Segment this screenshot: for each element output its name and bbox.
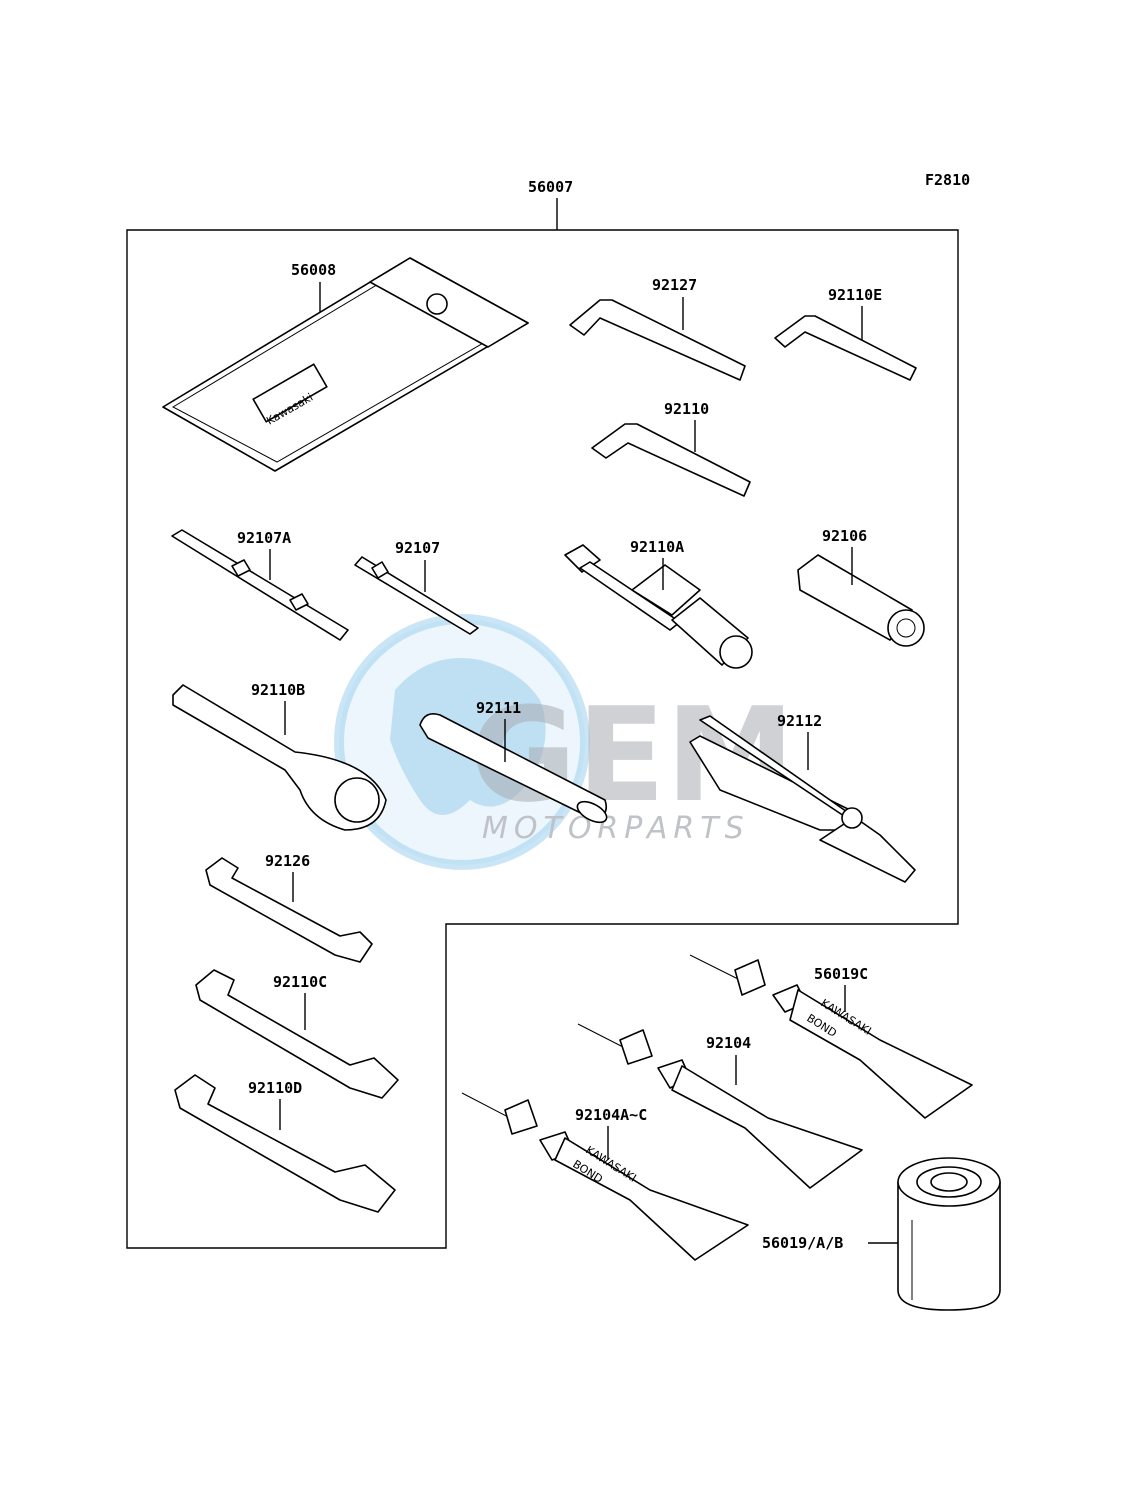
- bond-container: [897, 1157, 1001, 1311]
- figure-code: F2810: [925, 171, 970, 189]
- hex-key-medium: [591, 423, 751, 497]
- screwdriver-bit-double: [171, 529, 349, 641]
- open-wrench-medium: [195, 969, 399, 1099]
- label-92107: 92107: [395, 539, 440, 557]
- label-92112: 92112: [777, 712, 822, 730]
- label-92111: 92111: [476, 699, 521, 717]
- label-92110: 92110: [664, 400, 709, 418]
- label-92110D: 92110D: [248, 1079, 302, 1097]
- label-56008: 56008: [291, 261, 336, 279]
- open-wrench-large: [174, 1074, 396, 1213]
- label-92127: 92127: [652, 276, 697, 294]
- hex-socket: [797, 554, 925, 647]
- label-92110B: 92110B: [251, 681, 305, 699]
- hex-key-large: [569, 299, 746, 381]
- label-92110C: 92110C: [273, 973, 327, 991]
- label-92107A: 92107A: [237, 529, 291, 547]
- handle-bar: [419, 712, 608, 824]
- bond-tube-middle: [577, 1023, 863, 1189]
- socket-wrench: [564, 544, 753, 669]
- label-56019C: 56019C: [814, 965, 868, 983]
- label-92104A-C: 92104A~C: [575, 1106, 647, 1124]
- label-92110E: 92110E: [828, 286, 882, 304]
- hex-key-small: [774, 315, 917, 381]
- ring-wrench: [172, 684, 387, 831]
- open-wrench-small: [205, 857, 373, 963]
- label-56019-A-B: 56019/A/B: [762, 1234, 843, 1252]
- label-92126: 92126: [265, 852, 310, 870]
- screwdriver-bit: [354, 556, 479, 635]
- watermark-tagline: MOTORPARTS: [482, 811, 750, 846]
- label-92104: 92104: [706, 1034, 751, 1052]
- label-92106: 92106: [822, 527, 867, 545]
- watermark-logo: GEM: [470, 679, 795, 831]
- kit-frame: [126, 229, 959, 1249]
- tool-pouch: Kawasaki: [162, 257, 529, 472]
- pliers: [689, 715, 916, 883]
- kit-label: 56007: [528, 178, 573, 196]
- label-92110A: 92110A: [630, 538, 684, 556]
